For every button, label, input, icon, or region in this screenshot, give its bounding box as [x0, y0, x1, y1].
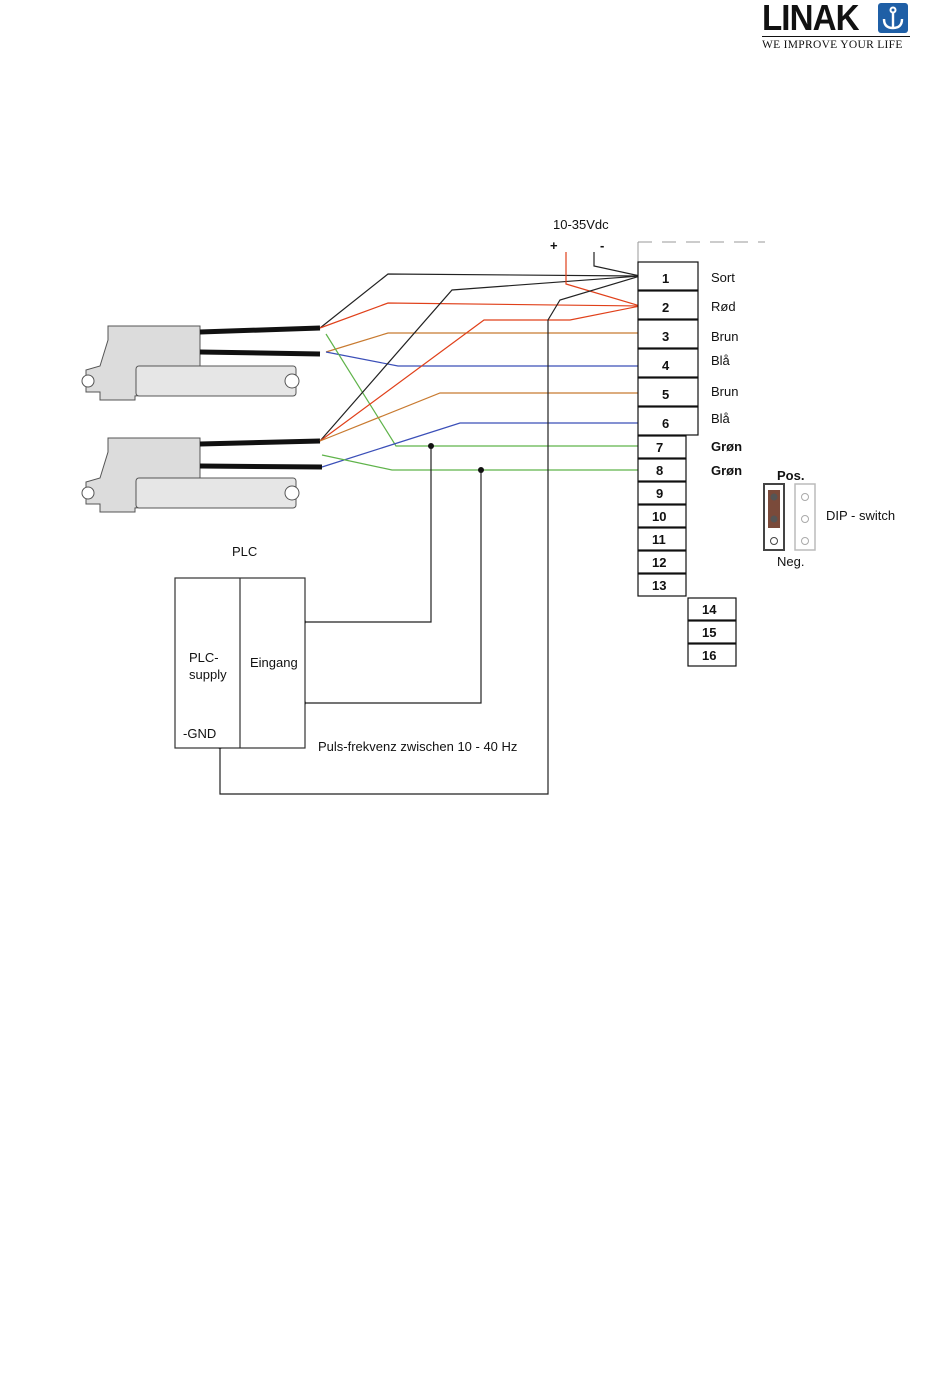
plus-label: +	[550, 238, 558, 253]
terminal-number: 13	[652, 578, 666, 593]
terminal-number: 2	[662, 300, 669, 315]
plc-title: PLC	[232, 544, 257, 559]
wire-input-1	[303, 446, 431, 622]
wire-a1-brown	[326, 333, 640, 352]
terminal-number: 11	[652, 532, 666, 547]
dip-neg-label: Neg.	[777, 554, 804, 569]
plc-supply-label: PLC-	[189, 650, 219, 665]
dip-switch-label: DIP - switch	[826, 508, 895, 523]
terminal-number: 16	[702, 648, 716, 663]
wire-label: Blå	[711, 411, 731, 426]
wire-label: Grøn	[711, 463, 742, 478]
wire-a2-red	[320, 306, 640, 441]
terminal-number: 10	[652, 509, 666, 524]
wire-a1-blue	[326, 352, 640, 366]
wire-label: Brun	[711, 384, 738, 399]
terminal-number: 6	[662, 416, 669, 431]
plc-gnd-label: -GND	[183, 726, 216, 741]
terminal-number: 1	[662, 271, 669, 286]
terminal-number: 14	[702, 602, 717, 617]
plc-input-label: Eingang	[250, 655, 298, 670]
wire-supply-minus	[594, 252, 640, 276]
terminal-number: 8	[656, 463, 663, 478]
wire-label: Grøn	[711, 439, 742, 454]
wire-a1-black	[320, 274, 640, 328]
terminal-number: 15	[702, 625, 716, 640]
actuators	[82, 326, 322, 512]
wire-a1-green	[326, 334, 640, 446]
terminal-number: 5	[662, 387, 669, 402]
wire-label: Brun	[711, 329, 738, 344]
terminal-number: 12	[652, 555, 666, 570]
wire-a2-black	[320, 276, 640, 441]
plc-supply-label-2: supply	[189, 667, 227, 682]
plc: PLC PLC- supply -GND Eingang	[175, 544, 305, 748]
minus-label: -	[600, 238, 604, 253]
wire-a2-blue	[322, 423, 640, 467]
wire-label: Sort	[711, 270, 735, 285]
pulse-frequency-note: Puls-frekvenz zwischen 10 - 40 Hz	[318, 739, 517, 754]
actuator-1	[82, 326, 320, 400]
terminal-number: 3	[662, 329, 669, 344]
dip-switch: Pos. Neg. DIP - switch	[764, 468, 895, 569]
wire-input-2	[303, 470, 481, 703]
wire-label: Blå	[711, 353, 731, 368]
dip-pos-label: Pos.	[777, 468, 804, 483]
wire-label: Rød	[711, 299, 736, 314]
wire-color-labels: Sort Rød Brun Blå Brun Blå Grøn Grøn	[711, 270, 742, 478]
terminal-number: 7	[656, 440, 663, 455]
terminal-number: 9	[656, 486, 663, 501]
terminal-number: 4	[662, 358, 670, 373]
actuator-2	[82, 438, 322, 512]
supply-label: 10-35Vdc	[553, 217, 609, 232]
